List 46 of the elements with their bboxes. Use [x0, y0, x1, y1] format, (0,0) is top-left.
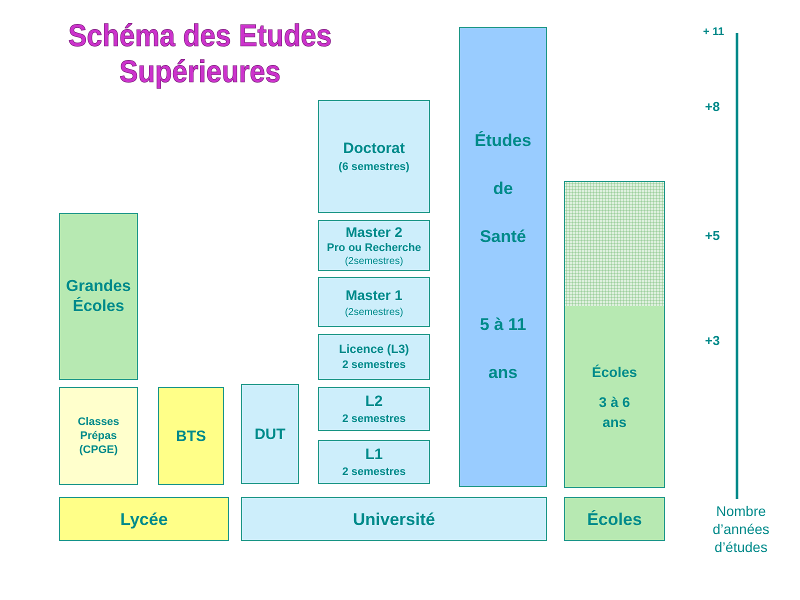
program-detail: 2 semestres: [342, 465, 406, 479]
axis-tick-label: +5: [705, 228, 720, 243]
dotted-box: [564, 181, 665, 306]
program-box: [318, 440, 430, 484]
program-detail: (2semestres): [344, 306, 404, 318]
program-name: Master 1: [346, 286, 402, 304]
axis-title: Nombre d’années d’études: [712, 502, 770, 556]
program-detail: 2 semestres: [342, 358, 406, 372]
program-detail: (6 semestres): [338, 160, 410, 174]
health-studies-column: [459, 27, 547, 487]
level-bar: [59, 497, 229, 541]
program-name: Études de Santé: [474, 130, 532, 248]
program-box: [241, 384, 299, 484]
program-box: [318, 220, 430, 271]
program-box: [158, 387, 224, 485]
program-name: Université: [352, 508, 436, 530]
program-detail: Pro ou Recherche: [326, 241, 422, 255]
program-name: Grandes Écoles: [65, 276, 132, 316]
program-box: [59, 213, 138, 380]
program-box: [564, 306, 665, 488]
program-name: BTS: [176, 426, 206, 446]
axis-tick-label: +8: [705, 99, 720, 114]
program-detail: 2 semestres: [342, 412, 406, 426]
program-name: Doctorat: [343, 139, 405, 158]
program-name: Lycée: [120, 508, 168, 530]
program-detail: 3 à 6 ans: [598, 392, 632, 432]
axis-tick-label: +3: [705, 333, 720, 348]
program-name: Écoles: [592, 362, 638, 382]
program-name: DUT: [254, 424, 286, 444]
program-name: Classes Prépas (CPGE): [76, 415, 120, 457]
program-box: [318, 100, 430, 213]
program-name: L1: [365, 445, 383, 464]
diagram-title: Schéma des Etudes Supérieures: [67, 18, 333, 90]
program-box: [59, 387, 138, 485]
program-name: Écoles: [587, 508, 642, 530]
level-bar: [564, 497, 665, 541]
program-box: [318, 387, 430, 431]
level-bar: [241, 497, 547, 541]
program-detail: 5 à 11 ans: [478, 314, 528, 384]
program-box: [318, 334, 430, 380]
axis-tick-label: + 11: [703, 26, 724, 38]
program-name: Master 2: [346, 223, 402, 241]
program-box: [318, 277, 430, 327]
program-name: Licence (L3): [338, 342, 410, 357]
program-name: L2: [365, 392, 383, 411]
program-detail: (2semestres): [344, 255, 404, 268]
